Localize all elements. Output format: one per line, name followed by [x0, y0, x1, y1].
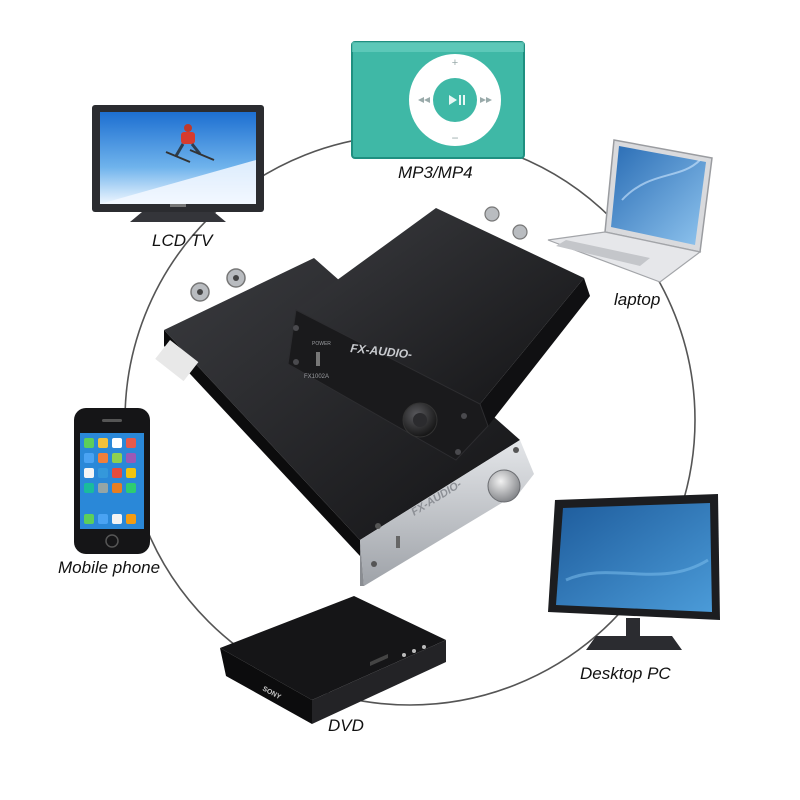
svg-text:−: − — [451, 131, 458, 145]
front-amplifier-image: POWER FX1002A FX-AUDIO- — [287, 206, 590, 461]
desktop-pc-label: Desktop PC — [580, 664, 671, 683]
dvd-label: DVD — [328, 716, 364, 735]
mobile-phone-image — [74, 408, 150, 554]
lcd-tv-label: LCD TV — [152, 231, 213, 250]
front-amplifier-brand: FX-AUDIO- — [350, 341, 413, 361]
desktop-monitor-image — [548, 494, 720, 650]
mp3-player-image: + − — [351, 41, 525, 159]
skier-figure — [165, 124, 215, 163]
laptop-label: laptop — [614, 290, 661, 309]
dvd-player-image: SONY — [220, 596, 446, 724]
app-icons-grid — [84, 438, 136, 524]
model-label: FX1002A — [304, 374, 329, 380]
laptop-image — [547, 139, 713, 283]
power-label: POWER — [312, 341, 331, 347]
svg-text:+: + — [452, 57, 458, 69]
mobile-phone-label: Mobile phone — [58, 558, 161, 577]
lcd-tv-image — [92, 105, 264, 222]
rear-amplifier-image: FX-AUDIO- — [155, 258, 534, 586]
mp3-label: MP3/MP4 — [398, 163, 473, 182]
